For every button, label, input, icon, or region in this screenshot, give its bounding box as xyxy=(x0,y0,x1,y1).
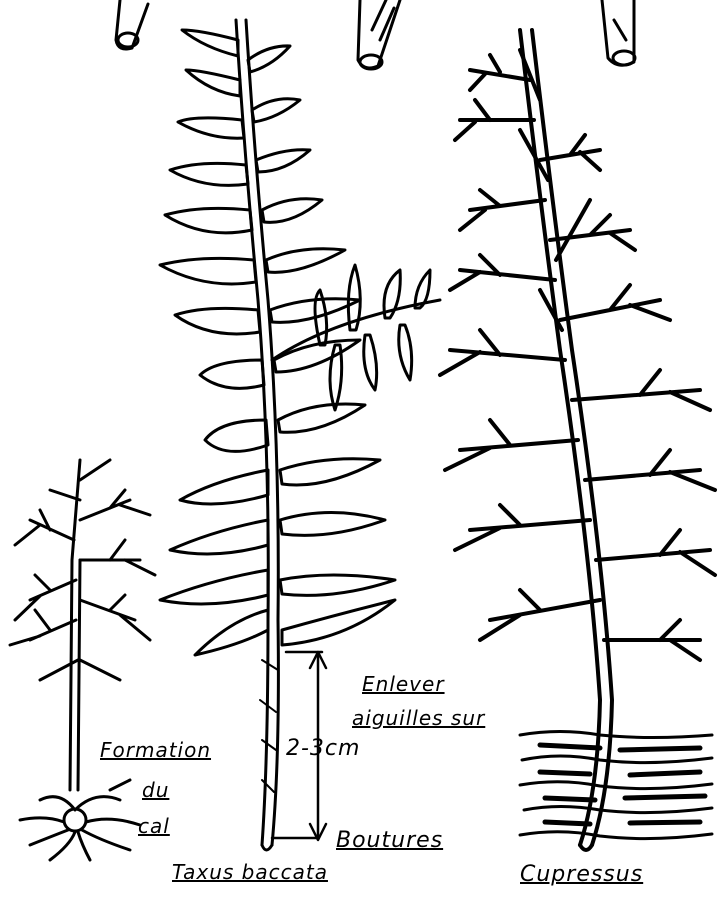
soil-block xyxy=(520,732,712,839)
stem-stub-right xyxy=(602,0,635,65)
label-enlever: Enlever xyxy=(362,672,445,696)
label-measure: 2-3cm xyxy=(286,736,360,761)
label-taxus: Taxus baccata xyxy=(172,860,328,884)
stem-stub-left xyxy=(116,0,148,49)
label-aiguilles: aiguilles sur xyxy=(352,706,485,730)
rooted-cutting xyxy=(10,460,155,860)
stem-stub-middle xyxy=(358,0,400,69)
label-boutures: Boutures xyxy=(336,828,443,853)
label-cupressus: Cupressus xyxy=(520,862,643,887)
label-cal: cal xyxy=(138,814,170,838)
label-du: du xyxy=(142,778,169,802)
label-formation: Formation xyxy=(100,738,211,762)
